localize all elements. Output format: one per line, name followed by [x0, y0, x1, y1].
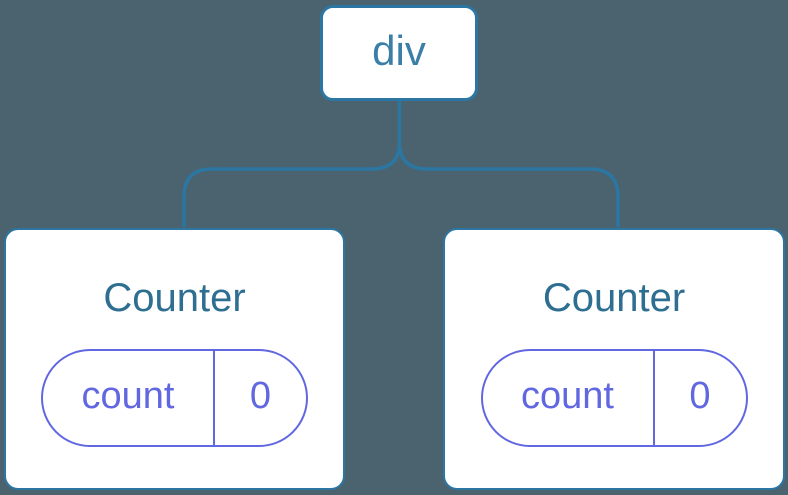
state-pill: count 0	[480, 349, 748, 447]
state-value-section: 0	[213, 351, 306, 445]
component-name: Counter	[103, 276, 246, 320]
state-key-section: count	[483, 351, 653, 445]
state-value: 0	[249, 375, 272, 417]
connector-branch-right	[397, 142, 620, 227]
state-pill: count 0	[41, 349, 308, 447]
state-key: count	[81, 375, 175, 417]
tree-node-counter-2: Counter count 0	[443, 228, 785, 490]
state-value-section: 0	[652, 351, 746, 445]
tree-node-counter-1: Counter count 0	[4, 228, 345, 490]
root-node-label: div	[372, 27, 426, 74]
connector-branch-left	[182, 142, 402, 227]
state-value: 0	[689, 375, 711, 417]
state-key-section: count	[43, 351, 213, 445]
state-key: count	[521, 375, 614, 417]
tree-node-div: div	[320, 5, 478, 101]
component-name: Counter	[542, 276, 686, 320]
